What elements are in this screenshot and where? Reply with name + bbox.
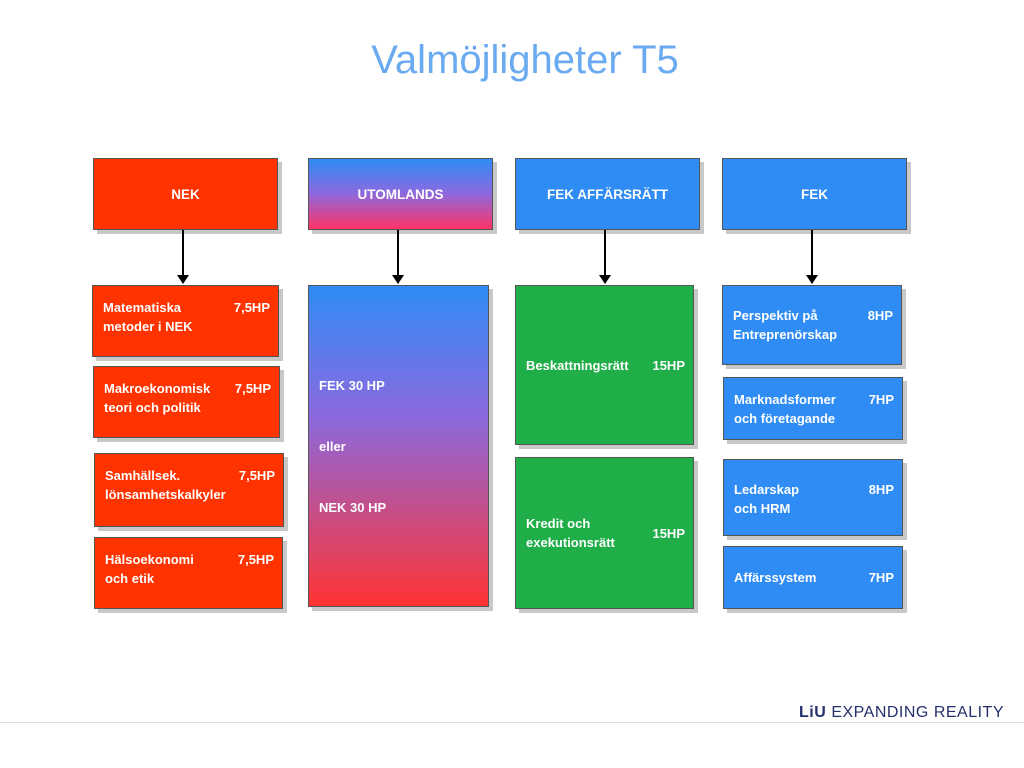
course-fek-3: Ledarskap och HRM 8HP [723,459,903,536]
header-fek-label: FEK [801,186,828,202]
utomlands-option-fek: FEK 30 HP [319,378,385,393]
utomlands-option-nek: NEK 30 HP [319,500,387,515]
course-hp: 15HP [652,525,685,541]
course-nek-2: Makroekonomisk teori och politik 7,5HP [93,366,280,438]
header-fek-affarsratt: FEK AFFÄRSRÄTT [515,158,700,230]
liu-logo-mark: LiU [799,704,827,721]
course-fek-1: Perspektiv på Entreprenörskap 8HP [722,285,902,365]
header-fek: FEK [722,158,907,230]
course-hp: 7,5HP [238,468,275,483]
course-affarsratt-2: Kredit och exekutionsrätt 15HP [515,457,694,609]
course-name: Affärssystem [734,570,817,585]
slide-title: Valmöjligheter T5 [371,38,679,82]
course-nek-1: Matematiska metoder i NEK 7,5HP [92,285,279,357]
course-hp: 8HP [868,482,894,497]
course-nek-3: Samhällsek. lönsamhetskalkyler 7,5HP [94,453,284,527]
header-fek-affarsratt-label: FEK AFFÄRSRÄTT [547,186,668,202]
course-hp: 7,5HP [234,381,271,396]
arrow-fek [806,230,818,284]
utomlands-eller: eller [319,439,346,454]
utomlands-box: FEK 30 HP eller NEK 30 HP [308,285,489,607]
course-name: Kredit och exekutionsrätt [526,516,615,550]
course-name: Perspektiv på Entreprenörskap [733,308,838,342]
header-utomlands: UTOMLANDS [308,158,493,230]
course-fek-4: Affärssystem 7HP [723,546,903,609]
footer-divider [0,722,1024,723]
course-name: Samhällsek. lönsamhetskalkyler [105,468,226,502]
header-utomlands-label: UTOMLANDS [357,186,444,202]
course-name: Hälsoekonomi och etik [105,552,194,586]
course-name: Beskattningsrätt [526,357,629,373]
arrow-fek-affarsratt [599,230,611,284]
course-hp: 7,5HP [233,300,270,315]
course-nek-4: Hälsoekonomi och etik 7,5HP [94,537,283,609]
course-hp: 7,5HP [237,552,274,567]
course-hp: 8HP [867,308,893,323]
course-fek-2: Marknadsformer och företagande 7HP [723,377,903,440]
arrow-nek [177,230,189,284]
header-nek: NEK [93,158,278,230]
course-affarsratt-1: Beskattningsrätt 15HP [515,285,694,445]
course-name: Makroekonomisk teori och politik [104,381,211,415]
course-hp: 15HP [652,357,685,373]
course-name: Marknadsformer och företagande [734,392,836,426]
course-name: Matematiska metoder i NEK [103,300,193,334]
arrow-utomlands [392,230,404,284]
header-nek-label: NEK [171,186,200,202]
liu-tagline: EXPANDING REALITY [831,704,1004,721]
course-hp: 7HP [868,392,894,407]
course-hp: 7HP [868,570,894,585]
course-name: Ledarskap och HRM [734,482,800,516]
